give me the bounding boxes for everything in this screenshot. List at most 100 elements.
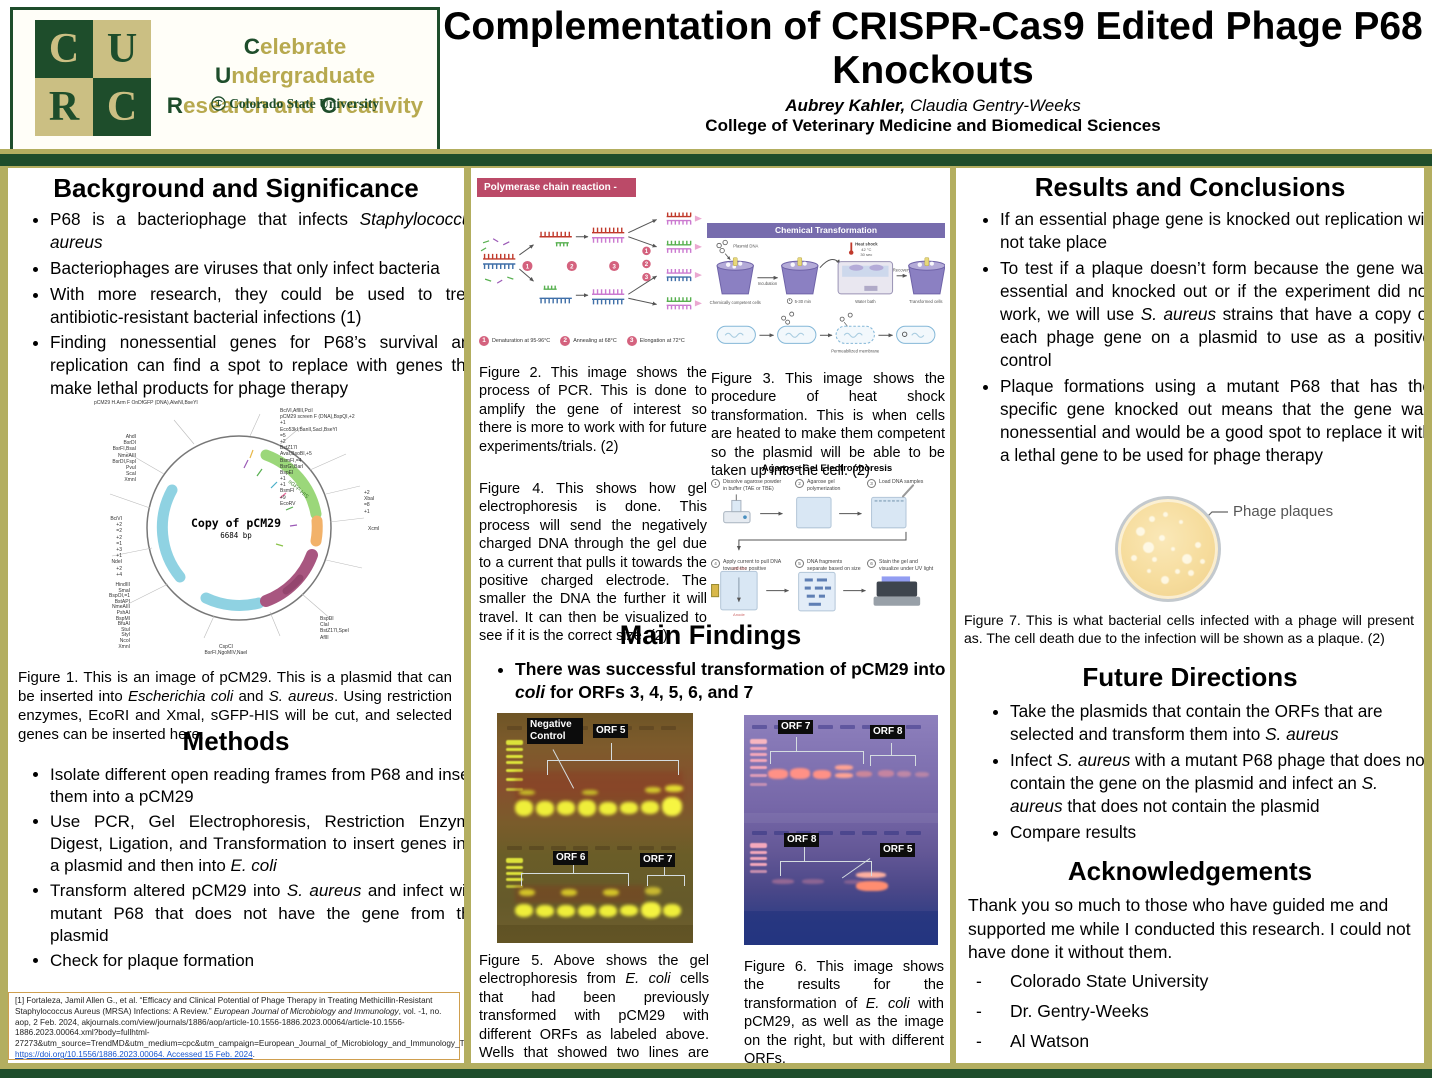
csu-ram-icon <box>211 96 226 111</box>
enzyme-label: PshAI <box>116 609 130 616</box>
gel6-orf8-bottom-label: ORF 8 <box>784 833 820 847</box>
enzyme-label: NcoI <box>119 637 130 644</box>
figure3-chemical-transformation: Chemical Transformation Plasmid DNA Chem… <box>707 223 945 365</box>
enzyme-label: +1 <box>280 476 286 483</box>
enzyme-label: ScaI <box>125 471 136 478</box>
gel6-orf8-top-label: ORF 8 <box>870 725 906 739</box>
plasmid-xcm-label: XcmI <box>368 526 380 532</box>
enzyme-label: BspEI <box>280 469 294 476</box>
gel5-orf6-label: ORF 6 <box>553 851 589 865</box>
svg-text:2: 2 <box>645 262 649 268</box>
doi-link[interactable]: https://doi.org/10.1556/1886.2023.00064.… <box>15 1050 253 1060</box>
figure1-plasmid-map: sGFP-HIS Copy of pCM29 6684 bp pCM29 H.A… <box>64 398 408 660</box>
gel5-orf5-label: ORF 5 <box>593 724 629 738</box>
step-number-icon: 2 <box>560 336 571 346</box>
curc-tagline: Celebrate Undergraduate Research and Cre… <box>161 32 429 120</box>
plasmid-dna-label: Plasmid DNA <box>733 244 758 249</box>
reference-1: [1] Fortaleza, Jamil Allen G., et al. “E… <box>15 996 464 1060</box>
results-bullet: Plaque formations using a mutant P68 tha… <box>1000 375 1424 467</box>
enzyme-label: BsrFI,NgoMIV,NaeI <box>204 650 248 657</box>
enzyme-label: +1 <box>280 482 286 489</box>
gel-bands-icon <box>798 571 836 612</box>
main-findings-bullets: There was successful transformation of p… <box>485 658 950 707</box>
cells2-label: Transformed cells <box>909 299 942 304</box>
acknowledgements-list: Colorado State UniversityDr. Gentry-Week… <box>968 970 1408 1063</box>
gel-slab-icon <box>796 496 832 529</box>
enzyme-label: BsrDI <box>123 440 137 447</box>
logo-letter-c2: C <box>93 78 151 136</box>
gel5-orf7-label: ORF 7 <box>640 853 676 867</box>
timer-label: 5-30 min <box>795 299 812 304</box>
enzyme-label: +3 <box>116 546 122 553</box>
csu-wordmark: Colorado State University <box>161 96 429 112</box>
enzyme-label: XbaI <box>364 496 375 503</box>
enzyme-label: BspMI <box>115 615 130 622</box>
figure6-gel-image: ORF 7 ORF 8 ORF 8 ORF 5 <box>744 715 938 945</box>
gel5-orf5-bracket <box>547 760 679 775</box>
enzyme-label: HindIII <box>115 582 130 588</box>
svg-text:3: 3 <box>613 264 617 270</box>
chem-diagram-art: Plasmid DNA Chemically competent cells I… <box>710 239 945 353</box>
incubation-label: Incubation <box>758 281 778 286</box>
enzyme-label: NmeAIII <box>117 452 136 459</box>
enzyme-label: =1 <box>116 540 122 547</box>
enzyme-label: +2 <box>116 565 122 572</box>
methods-bullet: Transform altered pCM29 into S. aureus a… <box>50 880 464 946</box>
enzyme-label: StuI <box>121 626 130 633</box>
gel5-orf6-tick <box>573 865 574 873</box>
enzyme-label: NdeI <box>111 559 122 566</box>
figure7-petri-dish: Phage plaques <box>1106 490 1416 605</box>
enzyme-label: =8 <box>364 502 370 509</box>
gel6-orf7-tick <box>796 737 797 751</box>
enzyme-label: ClaI <box>320 622 329 629</box>
anode-label: Anode <box>733 612 745 617</box>
reference-2: [2] BioRender. “BioRender.” App.biorende… <box>15 1062 453 1063</box>
gel5-orf7-bracket <box>647 875 685 886</box>
tagline-line1: Celebrate Undergraduate <box>214 34 376 89</box>
gel6-orf8-bottom-bracket <box>780 861 872 876</box>
methods-heading: Methods <box>182 726 290 756</box>
agarose-title: Agarose Gel Electrophoresis <box>761 463 893 474</box>
tagline-line2: Research and Creativity <box>166 92 424 118</box>
enzyme-label: +2 <box>116 534 122 541</box>
enzyme-label: BsrDI,FspI <box>112 458 136 465</box>
svg-text:2: 2 <box>570 264 574 270</box>
affiliation-line: College of Veterinary Medicine and Biome… <box>705 116 1161 136</box>
acknowledgement-item: Colorado State University <box>968 970 1408 993</box>
enzyme-label: =2 <box>116 528 122 535</box>
svg-text:3: 3 <box>645 275 649 281</box>
methods-bullet: Isolate different open reading frames fr… <box>50 764 464 808</box>
step-number-icon: 1 <box>479 336 489 346</box>
future-bullets: Take the plasmids that contain the ORFs … <box>980 700 1424 847</box>
enzyme-label: +9 <box>280 494 286 501</box>
enzyme-label: +4 <box>116 571 122 578</box>
future-directions-heading: Future Directions <box>1082 662 1298 692</box>
enzyme-label: AvaI,BsoBI,+5 <box>280 451 312 458</box>
gel5-orf5-tick <box>611 743 612 760</box>
figure2-pcr-diagram: Polymerase chain reaction - PCR <box>477 178 707 354</box>
column-right: Results and Conclusions If an essential … <box>956 168 1424 1063</box>
divider-gold-top <box>0 149 1432 154</box>
heat-shock-label: Heat shock <box>855 242 878 247</box>
figure5-caption: Figure 5. Above shows the gel electropho… <box>479 953 709 1062</box>
enzyme-label: BstZ17I,SpeI <box>320 628 349 635</box>
enzyme-label: +1 <box>280 420 286 427</box>
divider-green-top <box>0 154 1432 166</box>
water-bath-label: Water bath <box>855 299 876 304</box>
logo-letter-c1: C <box>35 20 93 78</box>
logo-letter-r: R <box>35 78 93 136</box>
background-bullets: P68 is a bacteriophage that infects Stap… <box>20 208 464 403</box>
enzyme-label: CspCI <box>219 644 233 650</box>
future-bullet: Infect S. aureus with a mutant P68 phage… <box>1010 749 1424 818</box>
enzyme-label: BsmFI,=4 <box>280 457 302 464</box>
background-bullet: Finding nonessential genes for P68’s sur… <box>50 331 464 400</box>
gel6-orf5-label: ORF 5 <box>880 843 916 857</box>
references-box: [1] Fortaleza, Jamil Allen G., et al. “E… <box>8 992 464 1063</box>
step-number-icon: 3 <box>626 336 637 346</box>
